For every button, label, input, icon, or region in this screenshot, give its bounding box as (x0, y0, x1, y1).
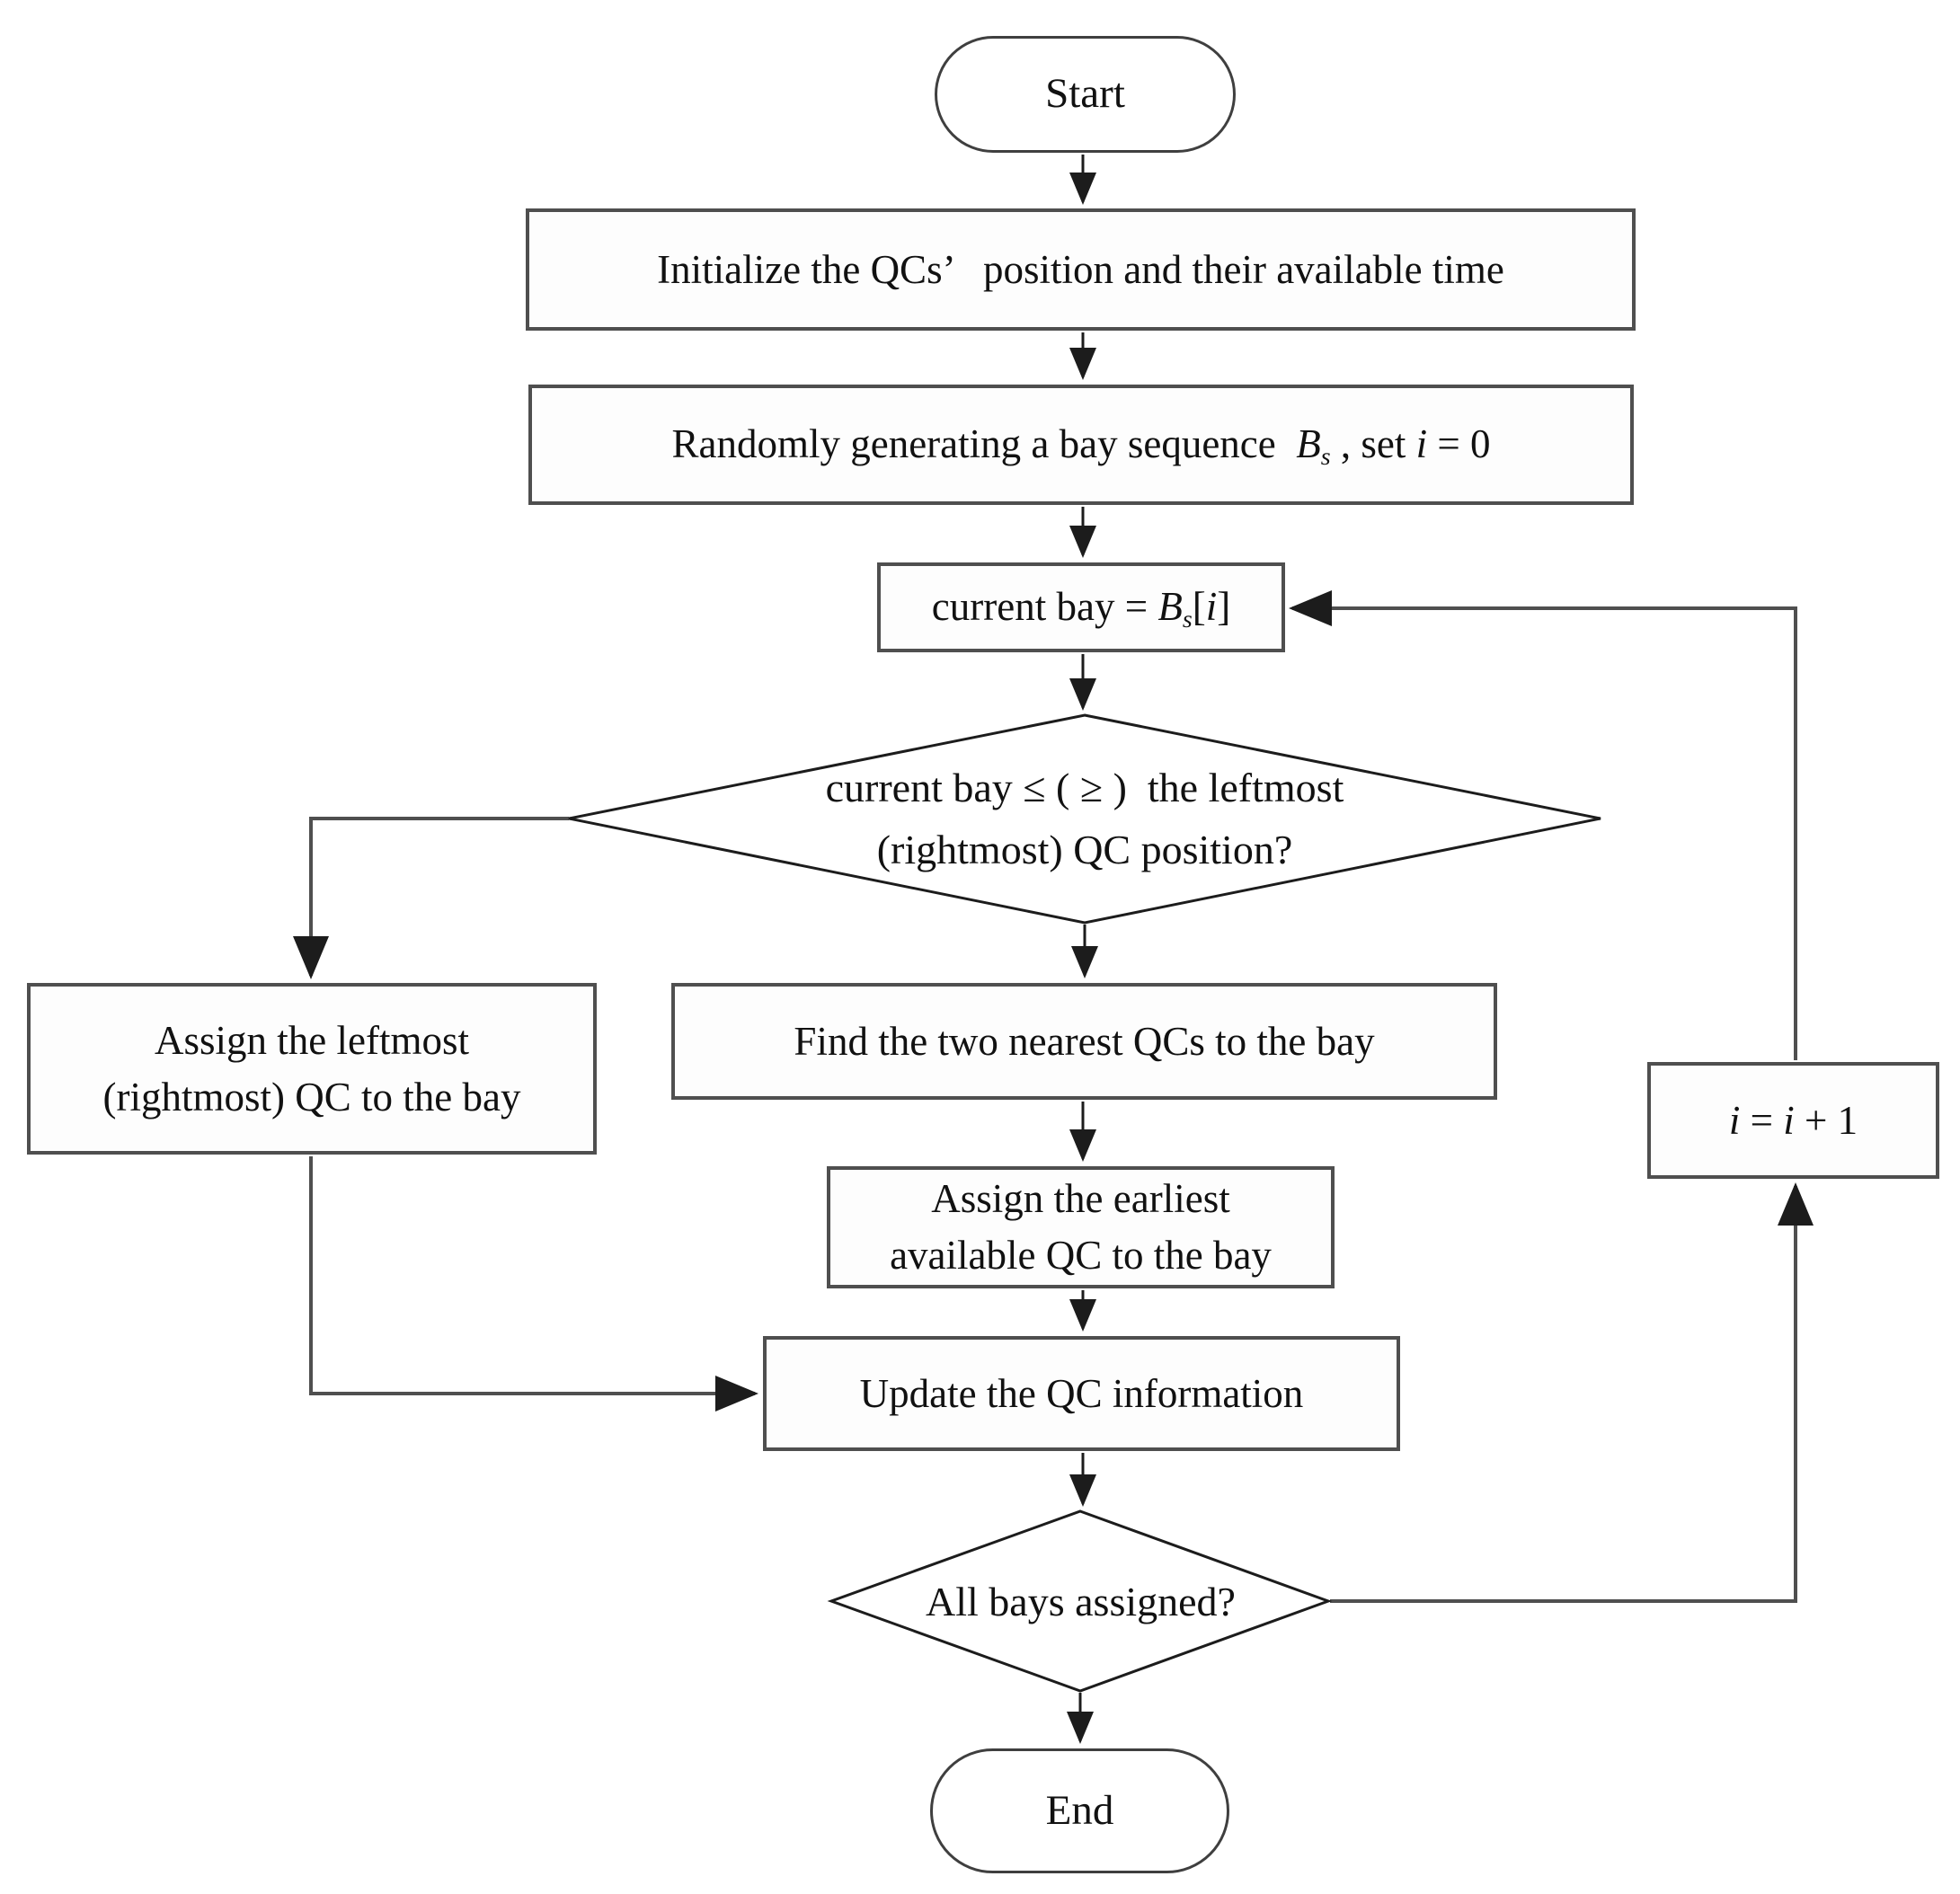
end-node: End (930, 1748, 1229, 1873)
random-sequence-post-text: = 0 (1427, 420, 1491, 466)
bay-sequence-subscript: s (1182, 605, 1193, 633)
edge-decision-to-assignleftmost (293, 817, 569, 979)
bay-sequence-variable: B (1296, 420, 1321, 466)
random-sequence-box: Randomly generating a bay sequence Bs , … (528, 385, 1634, 505)
increment-label: i = i + 1 (1729, 1093, 1858, 1149)
random-sequence-mid-text: , set (1330, 420, 1416, 466)
index-variable: i (1205, 583, 1218, 629)
position-decision-shape (568, 713, 1601, 925)
assign-leftmost-line2: (rightmost) QC to the bay (102, 1074, 521, 1120)
index-variable: i (1783, 1097, 1795, 1143)
random-sequence-text: Randomly generating a bay sequence (671, 420, 1297, 466)
all-bays-decision-shape (827, 1509, 1333, 1693)
start-label: Start (1045, 70, 1125, 118)
bracket-close: ] (1217, 583, 1231, 629)
update-info-box: Update the QC information (763, 1336, 1400, 1451)
increment-box: i = i + 1 (1647, 1062, 1939, 1179)
initialize-qcs-box: Initialize the QCs’ position and their a… (526, 208, 1636, 331)
update-info-label: Update the QC information (859, 1370, 1304, 1416)
bracket-open: [ (1192, 583, 1206, 629)
current-bay-box: current bay = Bs[i] (877, 562, 1285, 652)
bay-sequence-subscript: s (1320, 442, 1331, 471)
edge-allbays-to-increment (1330, 1182, 1814, 1603)
current-bay-text: current bay = (931, 583, 1158, 629)
end-label: End (1045, 1786, 1114, 1834)
assign-leftmost-box: Assign the leftmost (rightmost) QC to th… (27, 983, 597, 1155)
start-node: Start (935, 36, 1236, 153)
assign-earliest-line1: Assign the earliest (931, 1176, 1230, 1221)
edge-increment-to-currentbay (1289, 590, 1797, 1060)
index-variable: i (1728, 1097, 1741, 1143)
index-variable: i (1415, 420, 1428, 466)
assign-earliest-box: Assign the earliest available QC to the … (827, 1166, 1335, 1288)
assign-leftmost-line1: Assign the leftmost (155, 1017, 469, 1063)
random-sequence-label: Randomly generating a bay sequence Bs , … (671, 416, 1490, 474)
increment-equals: = (1740, 1097, 1784, 1143)
assign-earliest-line2: available QC to the bay (890, 1233, 1272, 1278)
current-bay-label: current bay = Bs[i] (932, 579, 1230, 637)
bay-sequence-variable: B (1157, 583, 1183, 629)
find-nearest-box: Find the two nearest QCs to the bay (671, 983, 1497, 1100)
find-nearest-label: Find the two nearest QCs to the bay (794, 1018, 1375, 1064)
edge-assignleftmost-to-update (309, 1156, 758, 1412)
initialize-qcs-label: Initialize the QCs’ position and their a… (657, 246, 1504, 292)
increment-plus-one: + 1 (1794, 1097, 1858, 1143)
